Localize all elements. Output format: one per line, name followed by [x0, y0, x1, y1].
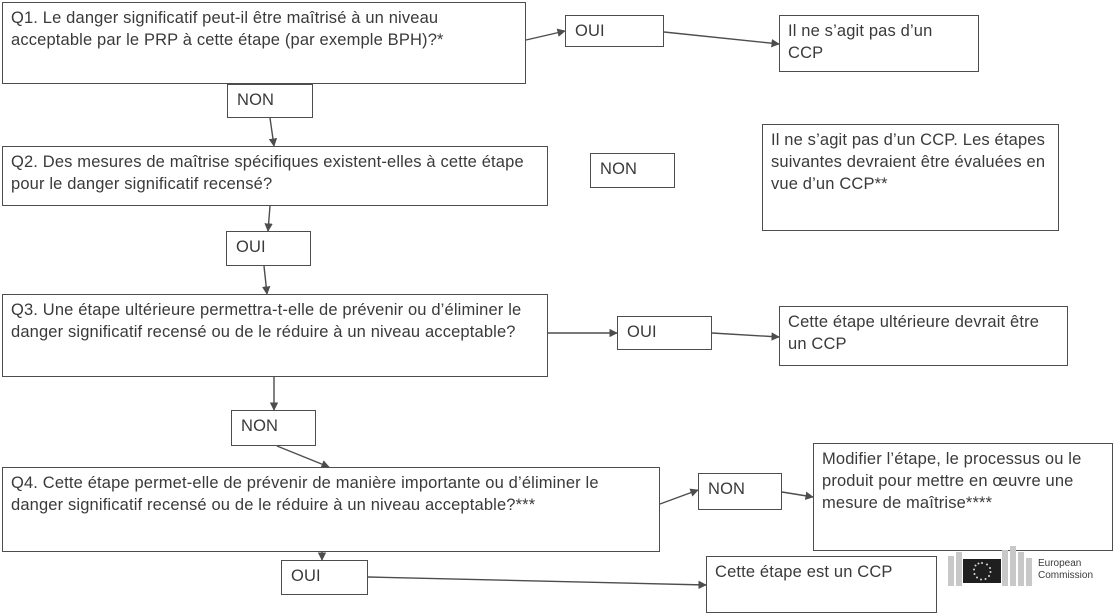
result-text-q4-modify: Modifier l’étape, le processus ou le pro…: [822, 450, 1082, 512]
answer-box-q3-non: NON: [231, 410, 316, 446]
arrow-oui-to-ultimate-ccp: [711, 332, 780, 341]
answer-label-q1-non: NON: [237, 91, 275, 109]
answer-box-q1-non: NON: [227, 84, 313, 118]
result-text-q1-not-ccp: Il ne s’agit pas d’un CCP: [788, 22, 933, 62]
question-box-q2: Q2. Des mesures de maîtrise spécifiques …: [2, 146, 548, 206]
arrow-non-to-q2: [268, 117, 278, 147]
answer-label-q4-oui: OUI: [291, 567, 321, 585]
arrow-non-to-modify: [781, 491, 814, 500]
arrow-q4-to-non: [659, 488, 699, 505]
question-text-q4: Q4. Cette étape permet-elle de prévenir …: [11, 474, 599, 514]
answer-box-q4-non: NON: [698, 473, 782, 510]
arrow-non-to-q4: [276, 445, 330, 469]
logo-wordmark: European Commission: [1038, 558, 1094, 581]
answer-box-q1-oui: OUI: [565, 15, 664, 47]
answer-box-q3-oui: OUI: [617, 316, 712, 350]
answer-label-q3-non: NON: [241, 417, 279, 435]
arrow-q1-to-oui: [525, 28, 566, 41]
result-box-q4-modify: Modifier l’étape, le processus ou le pro…: [813, 443, 1113, 551]
arrow-q2-to-oui: [264, 205, 273, 232]
question-box-q3: Q3. Une étape ultérieure permettra-t-ell…: [2, 294, 548, 377]
question-box-q1: Q1. Le danger significatif peut-il être …: [2, 2, 526, 84]
result-box-q3-ultimate-ccp: Cette étape ultérieure devrait être un C…: [779, 306, 1068, 366]
result-text-q3-ultimate-ccp: Cette étape ultérieure devrait être un C…: [788, 313, 1040, 353]
result-box-q1-not-ccp: Il ne s’agit pas d’un CCP: [779, 15, 979, 72]
question-text-q1: Q1. Le danger significatif peut-il être …: [11, 9, 444, 49]
question-box-q4: Q4. Cette étape permet-elle de prévenir …: [2, 467, 660, 552]
european-commission-logo: European Commission: [940, 542, 1110, 590]
arrow-oui-to-is-ccp: [367, 576, 707, 590]
answer-label-q4-non: NON: [708, 480, 746, 498]
result-box-q2-not-ccp: Il ne s’agit pas d’un CCP. Les étapes su…: [762, 124, 1059, 231]
result-text-q4-is-ccp: Cette étape est un CCP: [715, 563, 893, 581]
result-box-q4-is-ccp: Cette étape est un CCP: [706, 556, 937, 613]
answer-label-q2-non: NON: [600, 160, 638, 178]
answer-box-q2-non: NON: [590, 153, 675, 188]
arrow-oui-to-not-ccp: [663, 31, 780, 48]
answer-box-q2-oui: OUI: [226, 231, 311, 266]
answer-label-q3-oui: OUI: [627, 323, 657, 341]
question-text-q3: Q3. Une étape ultérieure permettra-t-ell…: [11, 301, 522, 341]
answer-label-q2-oui: OUI: [236, 238, 266, 256]
question-text-q2: Q2. Des mesures de maîtrise spécifiques …: [11, 153, 524, 193]
commission-building-icon: [948, 546, 1032, 586]
answer-label-q1-oui: OUI: [575, 22, 605, 40]
result-text-q2-not-ccp: Il ne s’agit pas d’un CCP. Les étapes su…: [771, 131, 1046, 193]
answer-box-q4-oui: OUI: [281, 560, 368, 595]
arrow-oui-to-q3: [262, 265, 271, 295]
